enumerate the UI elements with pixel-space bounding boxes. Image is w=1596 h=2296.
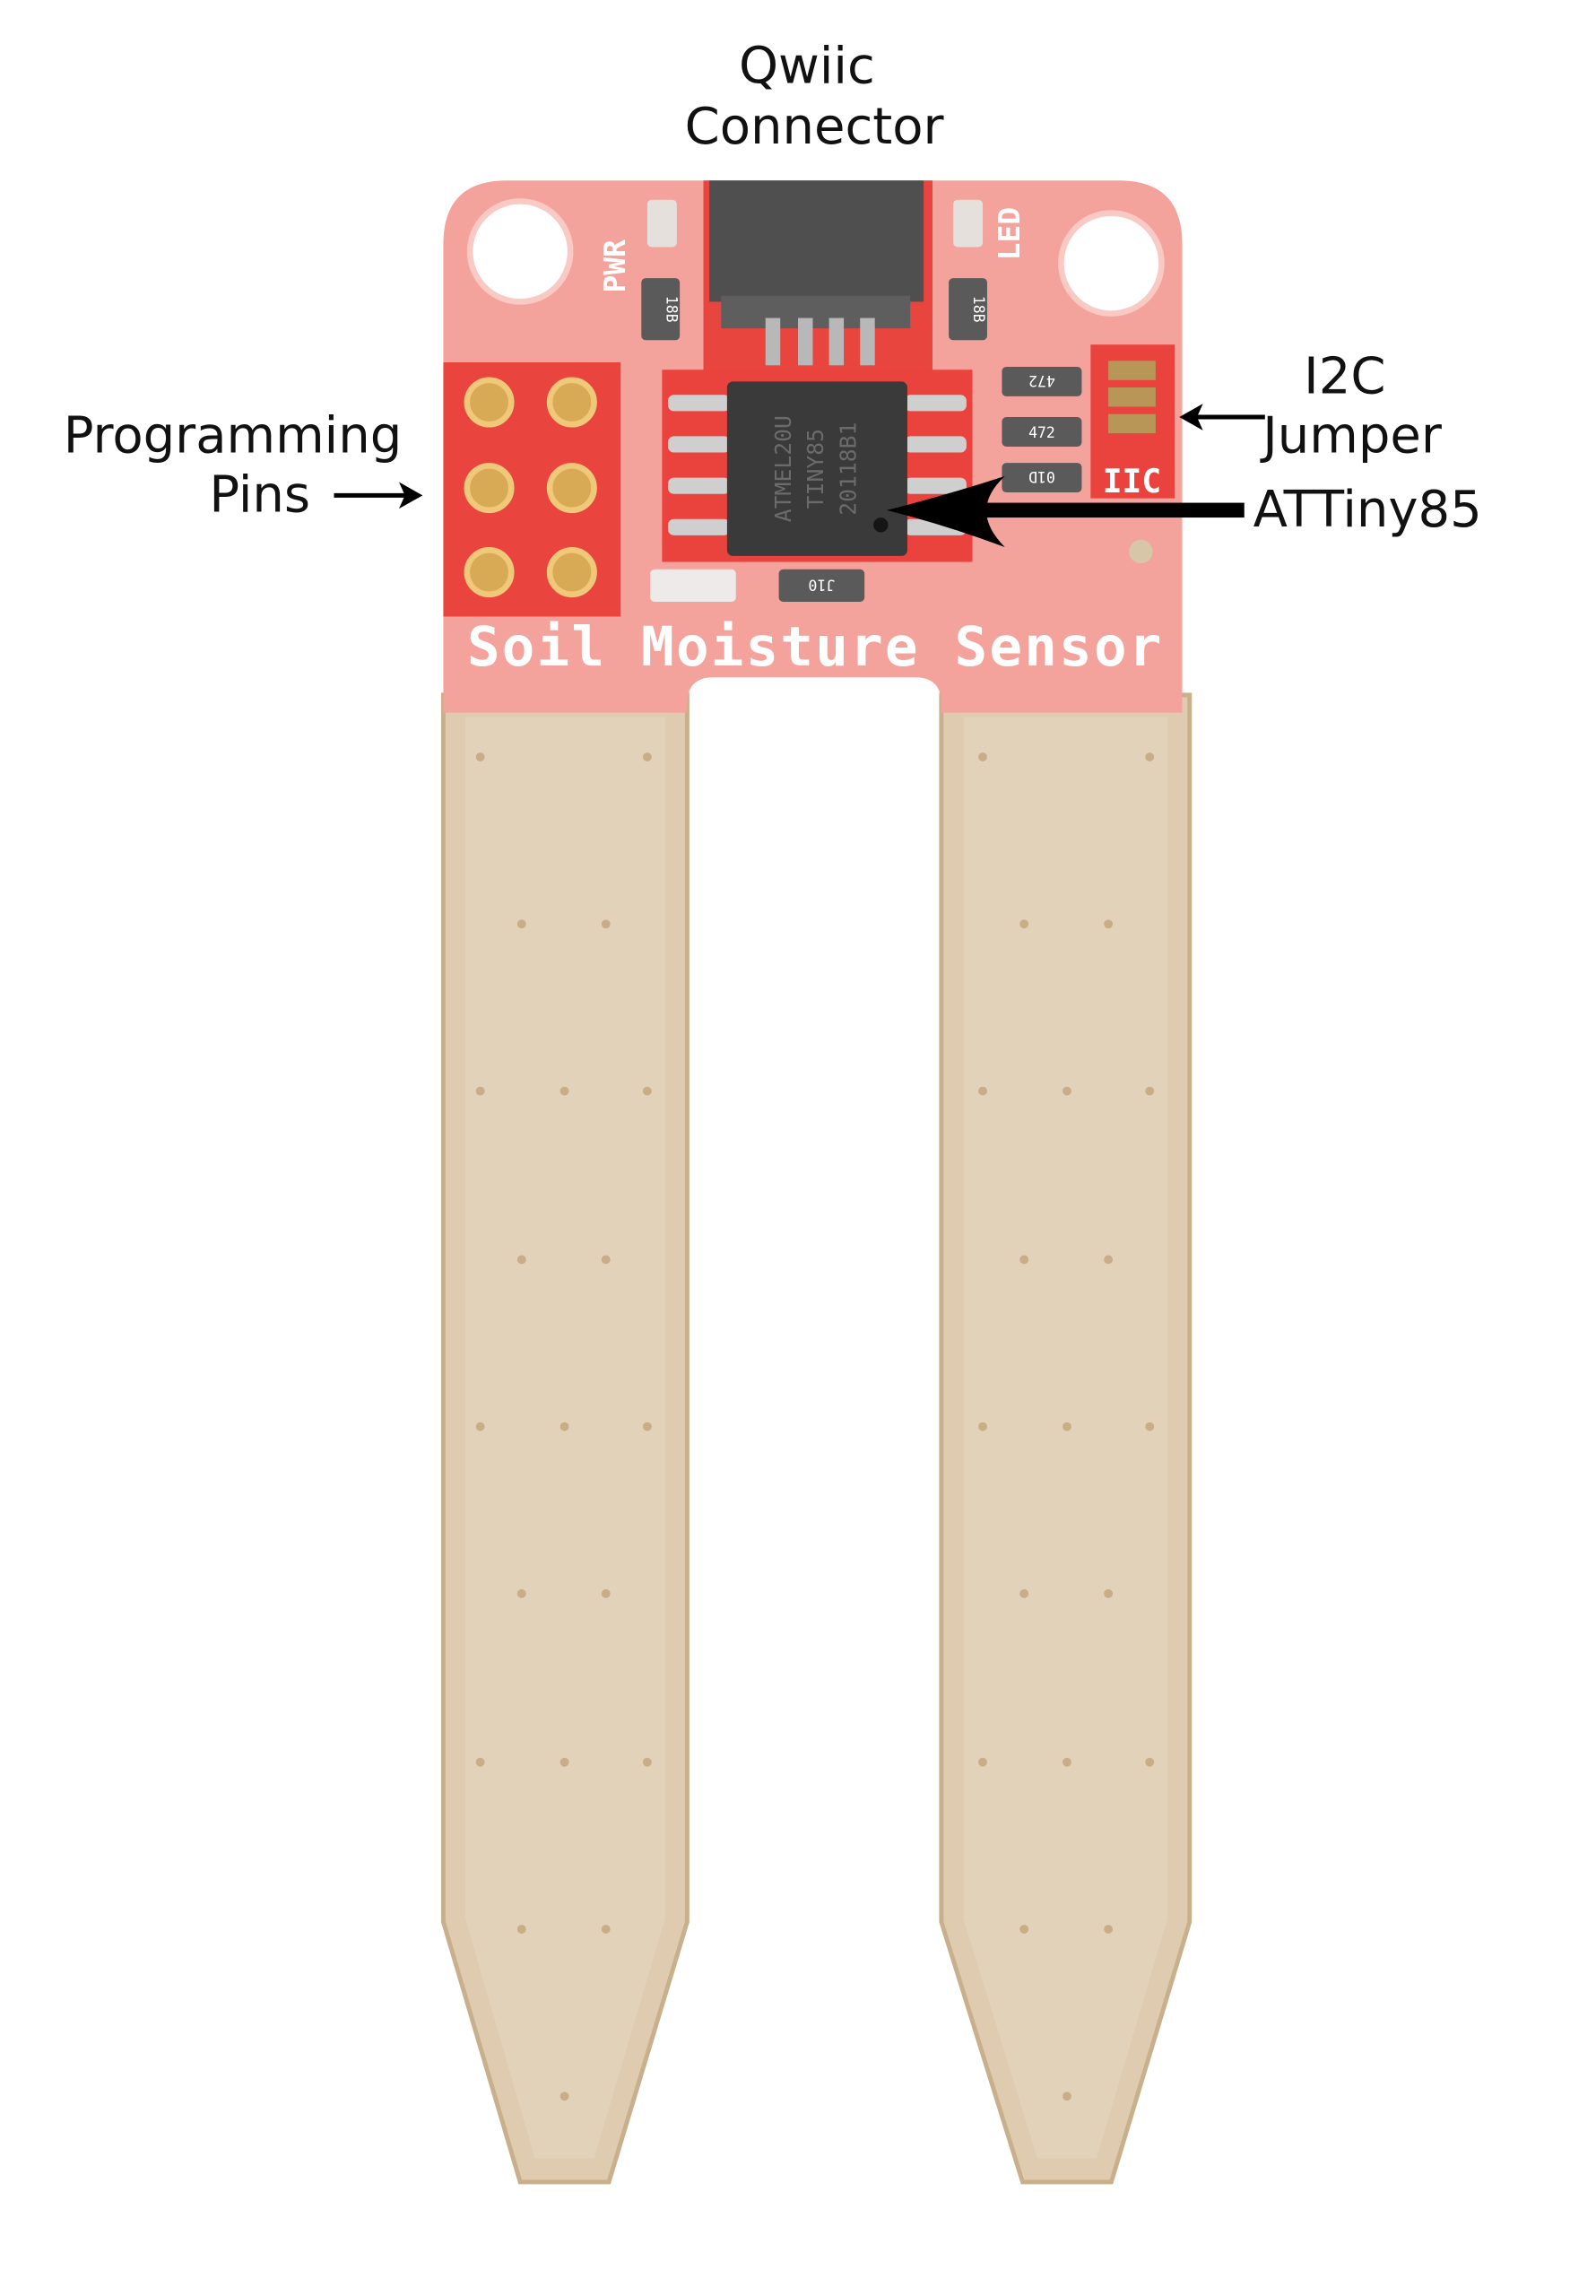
attiny85-chip: ATMEL20U TINY85 20118B1 [667, 381, 967, 556]
via-dot [601, 1588, 611, 1598]
via-dot [978, 1757, 987, 1767]
arrow-left-bold-icon [886, 475, 1245, 548]
prong-vias [475, 752, 1155, 2101]
via-dot [1104, 1925, 1114, 1934]
arrow-right-icon [334, 482, 423, 509]
label-i2c: I2C [1304, 348, 1385, 406]
via-dot [642, 1086, 652, 1096]
label-attiny85: ATTiny85 [1253, 481, 1482, 539]
prongs [440, 692, 1193, 2185]
label-pins: Pins [209, 465, 310, 524]
qwiic-connector [709, 180, 924, 366]
via-dot [1145, 1757, 1155, 1767]
via-dot [1104, 1588, 1114, 1598]
chip-marking-1: ATMEL20U [770, 415, 796, 522]
via-dot [1063, 1757, 1071, 1767]
res-472-b: 472 [1028, 424, 1055, 441]
via-dot [1104, 1255, 1114, 1265]
mount-hole-right [1058, 210, 1165, 317]
res-01d: 01D [1028, 468, 1055, 485]
via-dot [1063, 1086, 1071, 1096]
i2c-jumper-pads [1108, 361, 1156, 434]
via-dot [1145, 752, 1155, 762]
res-472-a: 472 [1028, 372, 1055, 389]
label-jumper: Jumper [1260, 407, 1443, 465]
right-prong-inner [963, 717, 1168, 2159]
via-dot [1019, 1255, 1029, 1265]
chip-marking-2: TINY85 [802, 429, 828, 509]
via-dot [601, 919, 611, 929]
via-dot [559, 2092, 569, 2101]
via-dot [475, 1086, 485, 1096]
label-qwiic: Qwiic [739, 38, 875, 96]
via-dot [1145, 1422, 1155, 1431]
res-18b-right: 18B [970, 296, 987, 323]
via-dot [601, 1925, 611, 1934]
silk-iic: IIC [1103, 462, 1161, 500]
via-dot [516, 919, 526, 929]
via-dot [559, 1086, 569, 1096]
via-dot [978, 752, 987, 762]
via-dot [1019, 919, 1029, 929]
via-dot [475, 1757, 485, 1767]
silk-pwr: PWR [597, 239, 632, 293]
label-programming: Programming [64, 407, 403, 465]
chip-marking-3: 20118B1 [835, 422, 861, 516]
via-dot [1063, 1422, 1071, 1431]
via-dot [642, 752, 652, 762]
via-dot [1019, 1925, 1029, 1934]
via-dot [978, 1422, 987, 1431]
silk-led: LED [992, 207, 1027, 261]
via-dot [1104, 919, 1114, 929]
mount-hole-left [466, 198, 574, 305]
via-dot [516, 1588, 526, 1598]
via-dot [516, 1255, 526, 1265]
via-dot [559, 1422, 569, 1431]
via-dot [559, 1757, 569, 1767]
via-dot [642, 1422, 652, 1431]
via-dot [978, 1086, 987, 1096]
via-dot [516, 1925, 526, 1934]
programming-pins [464, 377, 597, 598]
arrow-left-icon [1179, 404, 1265, 430]
res-18b-left: 18B [663, 296, 680, 323]
leds-resistors: 18B 18B 472 472 01D J10 [641, 199, 1153, 603]
via-dot [642, 1757, 652, 1767]
left-prong-inner [465, 717, 665, 2159]
via-dot [1019, 1588, 1029, 1598]
label-connector: Connector [685, 98, 945, 156]
res-j10: J10 [808, 576, 835, 593]
via-dot [475, 752, 485, 762]
via-dot [475, 1422, 485, 1431]
via-dot [601, 1255, 611, 1265]
via-dot [1145, 1086, 1155, 1096]
via-dot [1063, 2092, 1071, 2101]
